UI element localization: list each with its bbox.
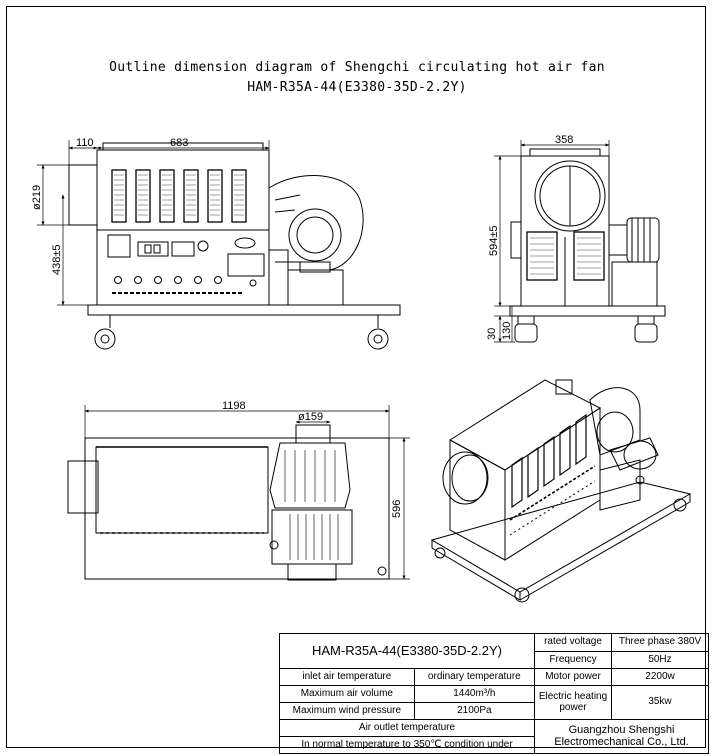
top-blower <box>269 442 351 509</box>
top-motor <box>271 509 353 565</box>
dim-front-inlet-dia: ø219 <box>31 185 43 210</box>
dim-front-outlet-height: 438±5 <box>51 244 63 275</box>
spec-label-air-volume: Maximum air volume <box>279 685 415 703</box>
dim-front-inlet-len: 110 <box>76 137 94 149</box>
dim-front-body-len: 683 <box>170 137 188 149</box>
spec-value-inlet-temp: ordinary temperature <box>413 668 536 686</box>
isometric-view <box>430 379 692 603</box>
spec-label-frequency: Frequency <box>534 650 612 669</box>
iso-blower <box>589 387 641 456</box>
side-dimensions <box>494 140 610 343</box>
spec-label-inlet-temp: inlet air temperature <box>279 668 415 686</box>
spec-value-outlet-temp: In normal temperature to 350℃ condition … <box>279 736 535 754</box>
spec-model: HAM-R35A-44(E3380-35D-2.2Y) <box>279 633 535 669</box>
top-dimensions <box>84 405 410 580</box>
dim-side-width: 358 <box>555 134 573 146</box>
front-blower-housing <box>268 175 364 271</box>
side-inlet-circle <box>534 160 606 232</box>
spec-value-wind-pressure: 2100Pa <box>413 702 536 720</box>
spec-label-heating: Electric heating power <box>534 685 612 720</box>
diagram-model: HAM-R35A-44(E3380-35D-2.2Y) <box>247 80 467 95</box>
spec-label-voltage: rated voltage <box>534 633 612 652</box>
side-view <box>509 148 666 343</box>
dim-top-length: 1198 <box>222 400 246 412</box>
front-heater-box <box>96 149 270 306</box>
top-view <box>67 424 390 581</box>
dim-top-depth: 596 <box>391 500 403 518</box>
dim-side-height: 594±5 <box>488 225 500 256</box>
spec-label-wind-pressure: Maximum wind pressure <box>279 702 415 720</box>
front-view <box>68 142 401 350</box>
spec-value-frequency: 50Hz <box>611 650 709 669</box>
front-base-frame <box>87 304 401 316</box>
spec-label-motor: Motor power <box>534 668 612 686</box>
spec-value-heating: 35kw <box>611 685 709 720</box>
spec-label-outlet-temp: Air outlet temperature <box>279 719 535 737</box>
iso-base-frame <box>430 481 692 593</box>
spec-company: Guangzhou Shengshi Electromechanical Co.… <box>534 719 709 754</box>
spec-value-air-volume: 1440m³/h <box>413 685 536 703</box>
top-frame-outline <box>84 437 390 580</box>
front-inlet-duct <box>68 164 98 226</box>
dim-side-130: 130 <box>501 322 513 340</box>
diagram-title: Outline dimension diagram of Shengchi ci… <box>109 60 605 75</box>
top-heater-box <box>95 446 269 534</box>
dim-top-outlet-dia: ø159 <box>298 411 323 423</box>
front-dimensions <box>37 140 270 306</box>
spec-table: HAM-R35A-44(E3380-35D-2.2Y) rated voltag… <box>279 633 709 754</box>
spec-value-voltage: Three phase 380V <box>611 633 709 652</box>
dim-side-30: 30 <box>486 328 498 340</box>
spec-value-motor: 2200w <box>611 668 709 686</box>
